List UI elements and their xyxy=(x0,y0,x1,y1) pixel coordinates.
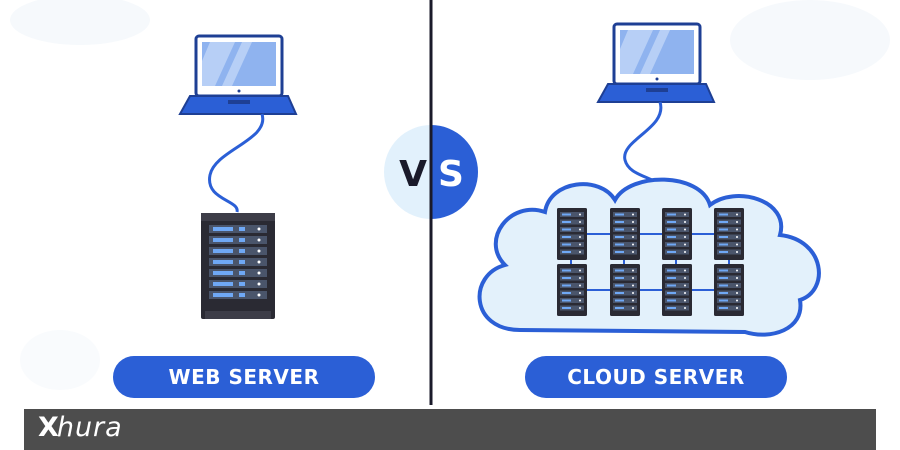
server-rack-icon xyxy=(201,213,275,319)
laptop-icon xyxy=(178,34,298,115)
server-rack-icon xyxy=(610,264,640,316)
vs-letter-s: S xyxy=(438,154,464,195)
network-cable xyxy=(208,113,265,213)
brand-logo-text: hura xyxy=(56,412,123,443)
web-server-pill-bg xyxy=(113,356,375,398)
cloud-icon xyxy=(477,177,821,337)
brand-logo-mark: X xyxy=(38,412,59,443)
brand-logo: Xhura xyxy=(38,412,123,443)
server-rack-icon xyxy=(557,264,587,316)
server-rack-icon xyxy=(714,208,744,260)
server-rack-icon xyxy=(557,208,587,260)
web-server-label: WEB SERVER xyxy=(168,365,320,389)
server-rack-icon xyxy=(662,208,692,260)
background-decor xyxy=(10,0,890,390)
server-rack-icon xyxy=(610,208,640,260)
footer-bar: Xhura xyxy=(24,409,876,450)
server-rack-icon xyxy=(714,264,744,316)
cloud-server-grid xyxy=(557,208,744,316)
vs-letter-v: V xyxy=(399,154,427,195)
cloud-server-pill-bg xyxy=(525,356,787,398)
server-rack-icon xyxy=(662,264,692,316)
laptop-icon xyxy=(596,22,716,103)
vs-badge: V S xyxy=(384,125,478,219)
cloud-server-label: CLOUD SERVER xyxy=(567,365,745,389)
